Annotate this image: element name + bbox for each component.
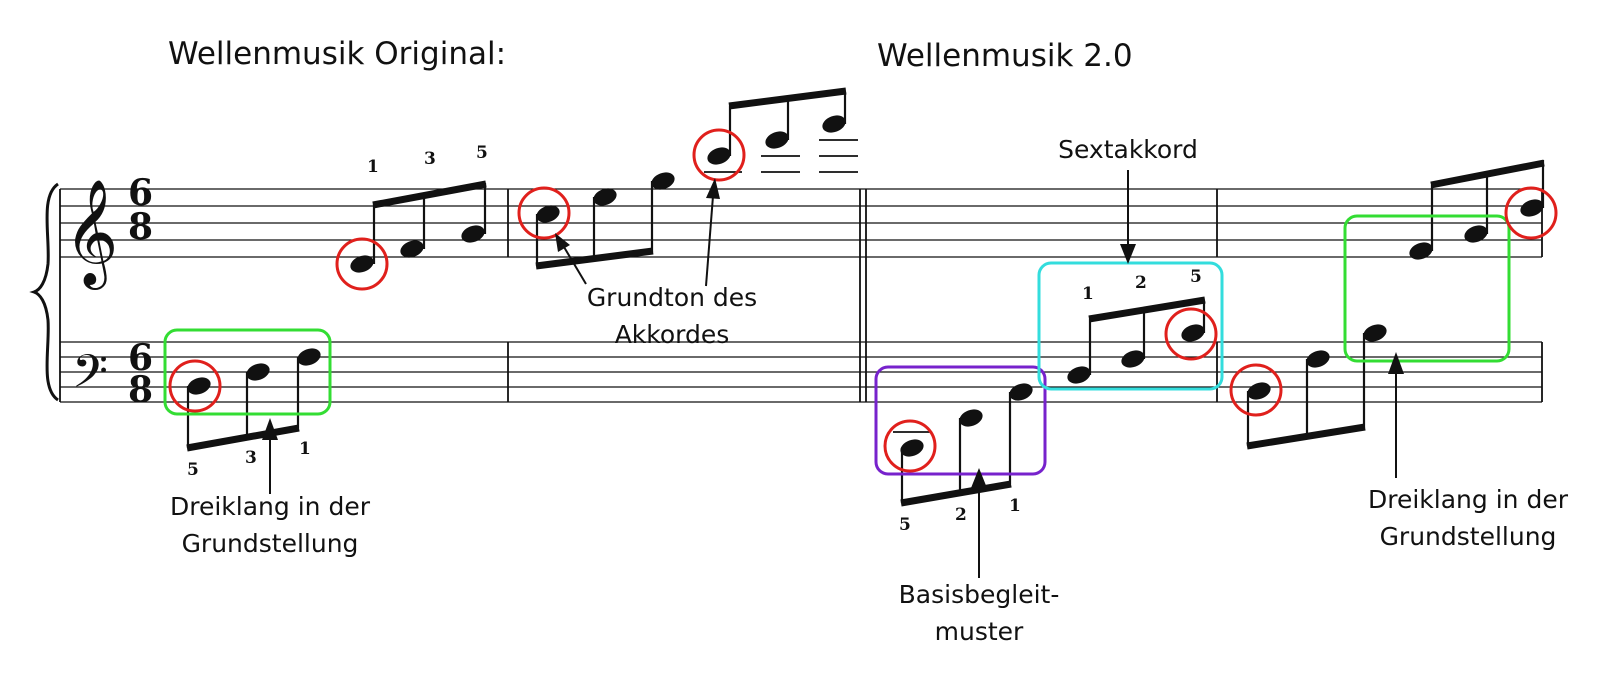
sixth-chord-box: [1037, 261, 1224, 391]
m3-bass-notes: [893, 296, 1206, 507]
fingering-m1-treble-1: 1: [367, 157, 379, 177]
label-grundton-1: Grundton des: [587, 283, 757, 312]
bass-time-denominator: 8: [128, 369, 153, 411]
triad-box-m1: [163, 328, 332, 416]
fingering-m3-bass-2: 2: [955, 505, 967, 525]
fingering-m3-treble-1: 1: [1082, 284, 1094, 304]
treble-time-numerator: 6: [128, 172, 153, 214]
treble-staff: [60, 188, 1542, 258]
root-note-circles: [168, 128, 1558, 473]
m1-treble-notes: [350, 180, 487, 273]
treble-time-denominator: 8: [128, 206, 153, 248]
fingering-m3-bass-1: 5: [899, 515, 911, 535]
bass-pattern-box: [874, 365, 1047, 476]
fingering-m1-bass-3: 1: [299, 439, 311, 459]
fingering-m1-bass-2: 3: [245, 448, 257, 468]
fingering-m3-treble-3: 5: [1190, 267, 1202, 287]
label-dreiklang-right-2: Grundstellung: [1380, 522, 1557, 551]
m4-notes: [1246, 159, 1545, 450]
fingering-m1-treble-2: 3: [424, 149, 436, 169]
bass-clef: 𝄢: [72, 345, 108, 410]
grand-staff-brace: [29, 182, 59, 402]
fingering-m3-bass-3: 1: [1009, 496, 1021, 516]
bass-time-numerator: 6: [128, 337, 153, 379]
barlines: [59, 189, 1543, 402]
label-grundton-2: Akkordes: [615, 320, 730, 349]
fingering-m1-bass-1: 5: [187, 460, 199, 480]
label-dreiklang-right-1: Dreiklang in der: [1368, 485, 1569, 514]
annotation-arrows: [262, 170, 1404, 578]
triad-box-m4: [1343, 214, 1511, 363]
fingering-m3-treble-2: 2: [1135, 273, 1147, 293]
title-original: Wellenmusik Original:: [168, 36, 506, 72]
title-version2: Wellenmusik 2.0: [877, 38, 1133, 74]
fingering-m1-treble-3: 5: [476, 143, 488, 163]
label-basis-2: muster: [935, 617, 1024, 646]
m1-bass-notes: [186, 348, 321, 452]
m2-treble-notes: [535, 87, 858, 270]
label-dreiklang-left-2: Grundstellung: [182, 529, 359, 558]
treble-clef: 𝄞: [64, 178, 118, 290]
label-dreiklang-left-1: Dreiklang in der: [170, 492, 371, 521]
label-sextakkord: Sextakkord: [1058, 135, 1198, 164]
label-basis-1: Basisbegleit-: [899, 580, 1060, 609]
